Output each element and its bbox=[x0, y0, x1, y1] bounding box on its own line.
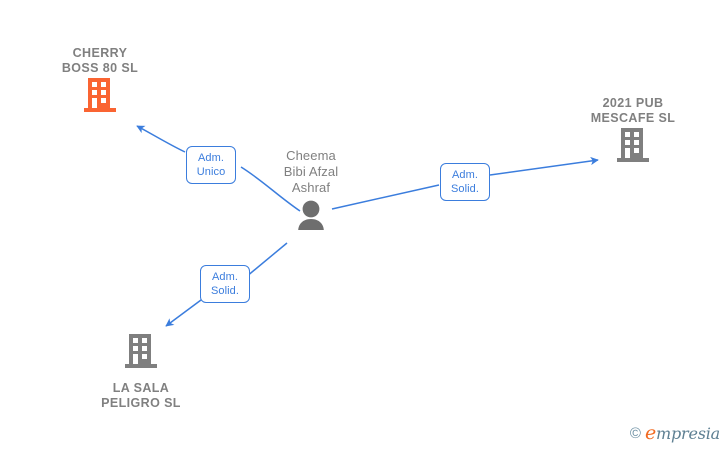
company-node-label: 2021 PUB MESCAFE SL bbox=[590, 96, 676, 125]
person-icon bbox=[295, 200, 327, 235]
relation-label-adm-solid-pub-mescafe[interactable]: Adm. Solid. bbox=[440, 163, 490, 201]
company-node-2021-pub-mescafe-sl[interactable]: 2021 PUB MESCAFE SL bbox=[553, 96, 713, 169]
relation-label-adm-solid-la-sala[interactable]: Adm. Solid. bbox=[200, 265, 250, 303]
building-icon bbox=[124, 332, 158, 375]
copyright-icon: © bbox=[629, 425, 641, 442]
edge-line-la-sala bbox=[245, 242, 288, 278]
building-icon bbox=[83, 76, 117, 119]
company-node-la-sala-peligro-sl[interactable]: LA SALA PELIGRO SL bbox=[61, 332, 221, 411]
company-node-label: LA SALA PELIGRO SL bbox=[101, 381, 181, 410]
edge-line-cherry-boss bbox=[240, 166, 301, 212]
edge-arrow-cherry-boss bbox=[136, 125, 186, 153]
company-node-cherry-boss-80-sl[interactable]: CHERRY BOSS 80 SL bbox=[20, 46, 180, 119]
empresia-watermark: © empresia bbox=[630, 424, 720, 443]
person-node-cheema-bibi-afzal-ashraf[interactable]: Cheema Bibi Afzal Ashraf bbox=[231, 148, 391, 235]
edge-arrow-pub-mescafe bbox=[489, 156, 599, 176]
building-icon bbox=[616, 126, 650, 169]
person-node-label: Cheema Bibi Afzal Ashraf bbox=[283, 148, 339, 195]
edge-line-pub-mescafe bbox=[331, 184, 440, 210]
brand-name: mpresia bbox=[656, 424, 720, 443]
relation-label-adm-unico[interactable]: Adm. Unico bbox=[186, 146, 236, 184]
brand-logotype: empresia bbox=[645, 424, 720, 443]
company-node-label: CHERRY BOSS 80 SL bbox=[61, 46, 139, 75]
edge-arrow-la-sala bbox=[165, 299, 202, 327]
brand-initial: e bbox=[644, 422, 656, 444]
